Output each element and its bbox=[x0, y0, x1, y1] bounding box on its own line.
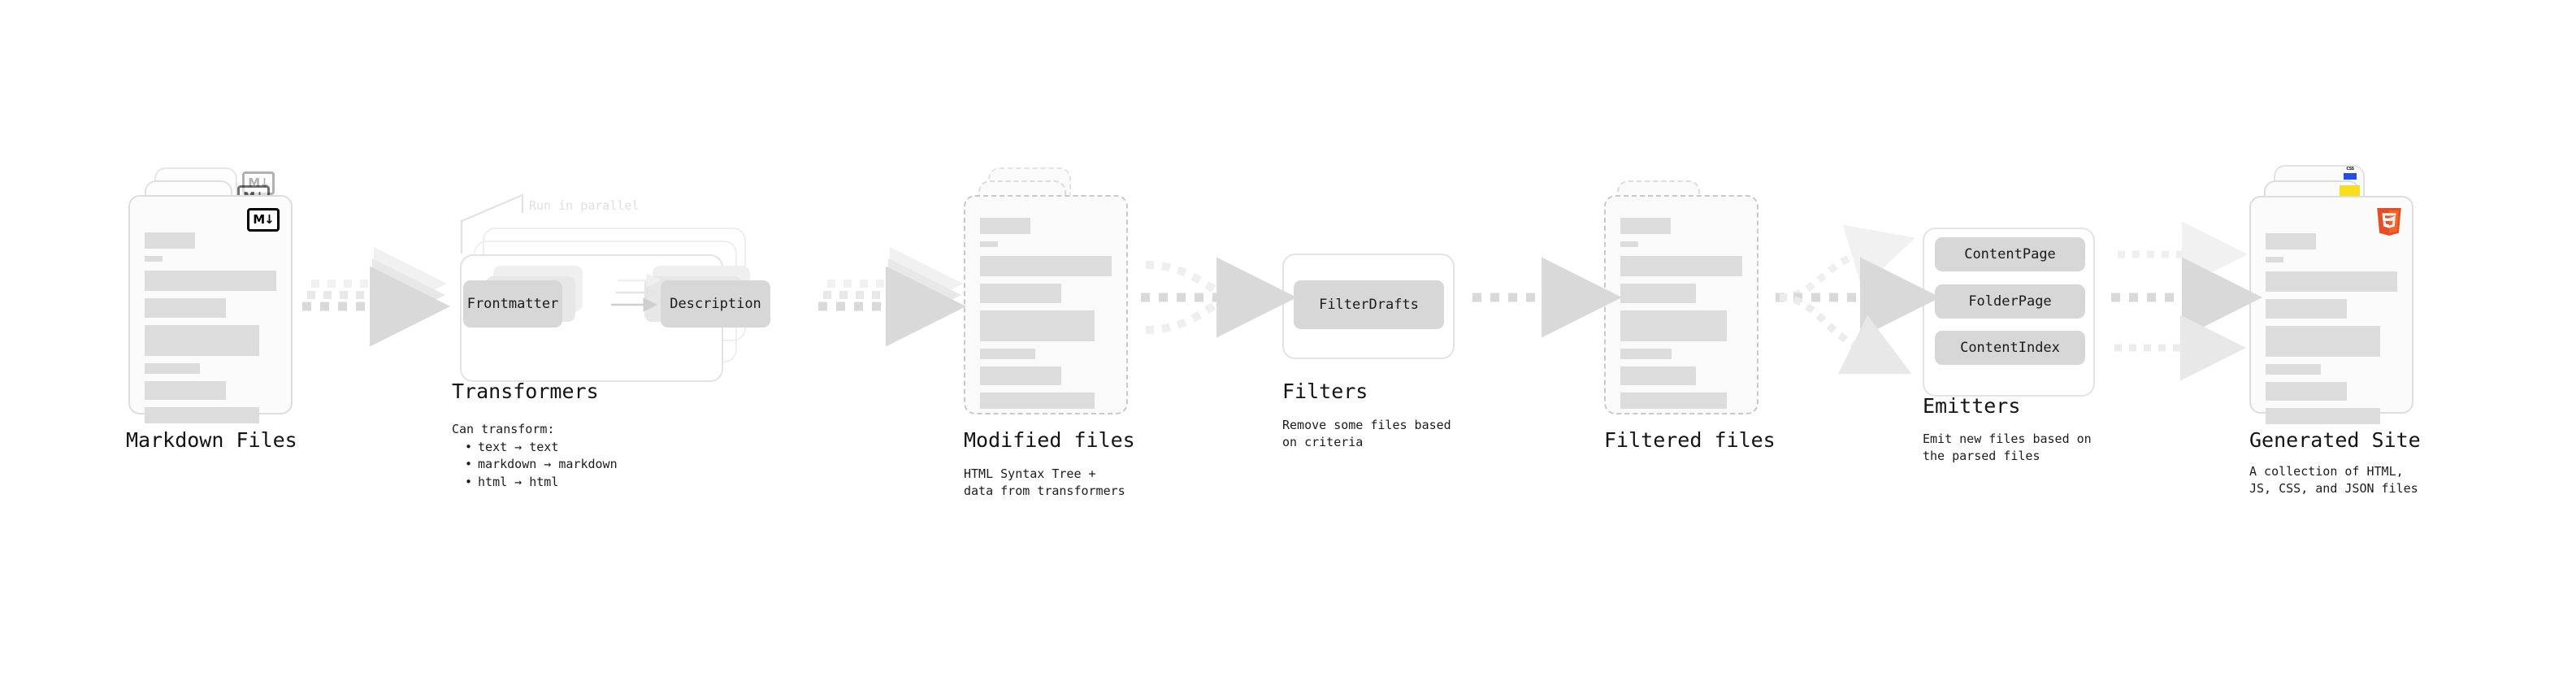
subtitle-line: Can transform: bbox=[452, 422, 555, 436]
skeleton-bar bbox=[2266, 257, 2283, 262]
modified-card-skeleton bbox=[980, 218, 1112, 416]
skeleton-bar bbox=[980, 218, 1030, 234]
subtitle-line: data from transformers bbox=[964, 484, 1125, 499]
html5-icon-svg bbox=[2377, 208, 2401, 236]
arrow-emitters-to-generated bbox=[2111, 221, 2262, 381]
skeleton-bar bbox=[1620, 256, 1742, 276]
subtitle-line: on criteria bbox=[1282, 435, 1364, 450]
skeleton-bar bbox=[1620, 218, 1671, 234]
skeleton-bar bbox=[980, 349, 1036, 359]
stage-title-markdown-files: Markdown Files bbox=[126, 428, 297, 452]
skeleton-bar bbox=[2266, 299, 2348, 319]
arrow-filtered-to-emitters bbox=[1776, 224, 1941, 375]
emitter-chip-contentpage[interactable]: ContentPage bbox=[1935, 237, 2085, 271]
arrow-transformers-to-modified bbox=[818, 247, 966, 347]
css-icon-bar bbox=[2344, 173, 2357, 180]
emitter-chip-folderpage[interactable]: FolderPage bbox=[1935, 284, 2085, 319]
generated-card-skeleton bbox=[2266, 233, 2397, 432]
subtitle-line: JS, CSS, and JSON files bbox=[2249, 481, 2418, 497]
filter-chip-filterdrafts[interactable]: FilterDrafts bbox=[1294, 280, 1444, 329]
transformer-chip-frontmatter[interactable]: Frontmatter bbox=[463, 280, 562, 327]
skeleton-bar bbox=[145, 363, 201, 374]
filters-subtitle: Remove some files based on criteria bbox=[1282, 417, 1451, 452]
generated-card-front bbox=[2249, 196, 2413, 424]
skeleton-bar bbox=[145, 232, 195, 249]
markdown-card-front: M↓ bbox=[128, 195, 293, 423]
stage-title-generated-site: Generated Site bbox=[2249, 428, 2421, 452]
arrow-modified-to-filters bbox=[1141, 257, 1297, 338]
skeleton-bar bbox=[2266, 382, 2348, 401]
subtitle-line: A collection of HTML, bbox=[2249, 464, 2404, 479]
skeleton-bar bbox=[980, 310, 1095, 341]
skeleton-bar bbox=[145, 256, 163, 262]
skeleton-bar bbox=[980, 241, 998, 247]
skeleton-bar bbox=[2266, 408, 2380, 424]
subtitle-line: the parsed files bbox=[1923, 449, 2040, 464]
stage-title-filtered-files: Filtered files bbox=[1604, 428, 1776, 452]
markdown-icon: M↓ bbox=[247, 208, 280, 232]
skeleton-bar bbox=[145, 407, 259, 423]
js-icon bbox=[2340, 185, 2360, 199]
transformers-subtitle: Can transform: bbox=[452, 421, 554, 438]
skeleton-bar bbox=[2266, 271, 2397, 292]
stage-title-modified-files: Modified files bbox=[964, 428, 1135, 452]
skeleton-bar bbox=[145, 271, 276, 291]
filtered-card-front bbox=[1604, 195, 1759, 414]
skeleton-bar bbox=[2266, 326, 2380, 357]
stage-title-emitters: Emitters bbox=[1923, 394, 2021, 418]
html5-icon bbox=[2377, 208, 2401, 236]
skeleton-bar bbox=[2266, 233, 2316, 249]
modified-card-front bbox=[964, 195, 1128, 414]
run-in-parallel-note: Run in parallel bbox=[529, 198, 640, 213]
stage-title-transformers: Transformers bbox=[452, 380, 599, 403]
skeleton-bar bbox=[980, 393, 1095, 409]
skeleton-bar bbox=[980, 367, 1062, 385]
css-icon: CSS bbox=[2344, 167, 2357, 180]
generated-site-subtitle: A collection of HTML, JS, CSS, and JSON … bbox=[2249, 463, 2418, 498]
subtitle-line: HTML Syntax Tree + bbox=[964, 466, 1096, 481]
skeleton-bar bbox=[1620, 393, 1727, 409]
subtitle-line: Emit new files based on bbox=[1923, 432, 2092, 446]
skeleton-bar bbox=[1620, 310, 1727, 341]
skeleton-bar bbox=[145, 298, 227, 318]
css-icon-label: CSS bbox=[2346, 167, 2354, 171]
emitters-subtitle: Emit new files based on the parsed files bbox=[1923, 431, 2092, 466]
skeleton-bar bbox=[980, 284, 1062, 303]
skeleton-bar bbox=[145, 381, 227, 400]
markdown-card-skeleton bbox=[145, 232, 276, 431]
skeleton-bar bbox=[2266, 364, 2322, 375]
filtered-card-skeleton bbox=[1620, 218, 1742, 416]
modified-files-subtitle: HTML Syntax Tree + data from transformer… bbox=[964, 466, 1125, 501]
emitter-chip-contentindex[interactable]: ContentIndex bbox=[1935, 331, 2085, 365]
skeleton-bar bbox=[145, 325, 259, 356]
skeleton-bar bbox=[1620, 241, 1638, 247]
transform-bullet: text → text bbox=[465, 439, 618, 456]
transformer-chip-description[interactable]: Description bbox=[661, 280, 770, 327]
skeleton-bar bbox=[1620, 284, 1696, 303]
transformers-bullet-list: text → text markdown → markdown html → h… bbox=[452, 439, 618, 491]
subtitle-line: Remove some files based bbox=[1282, 418, 1451, 432]
stage-title-filters: Filters bbox=[1282, 380, 1368, 403]
transform-bullet: html → html bbox=[465, 474, 618, 491]
skeleton-bar bbox=[1620, 367, 1696, 385]
skeleton-bar bbox=[1620, 349, 1672, 359]
skeleton-bar bbox=[980, 256, 1112, 276]
transform-bullet: markdown → markdown bbox=[465, 456, 618, 473]
arrow-markdown-to-transformers bbox=[302, 247, 450, 347]
